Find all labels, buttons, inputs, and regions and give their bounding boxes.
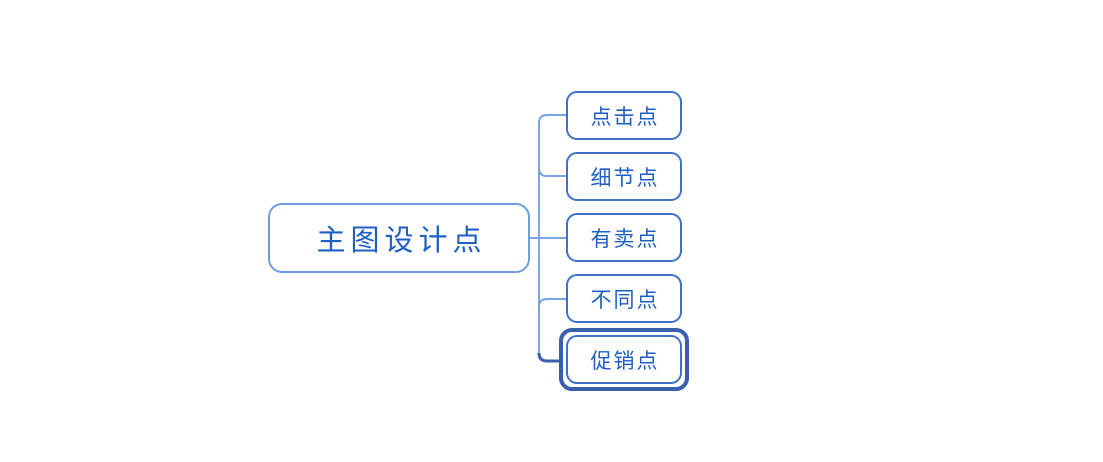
connector-branch-2 (538, 167, 566, 177)
mindmap-child-node-1[interactable]: 点击点 (566, 91, 682, 140)
mindmap-root-node[interactable]: 主图设计点 (268, 203, 530, 273)
mindmap-child-node-3[interactable]: 有卖点 (566, 213, 682, 262)
connector-branch-1 (538, 114, 566, 124)
connector-branch-4 (538, 298, 566, 308)
mindmap-child-node-2[interactable]: 细节点 (566, 152, 682, 201)
mindmap-child-node-5-selected[interactable]: 促销点 (566, 335, 682, 384)
mindmap-child-node-4[interactable]: 不同点 (566, 274, 682, 323)
